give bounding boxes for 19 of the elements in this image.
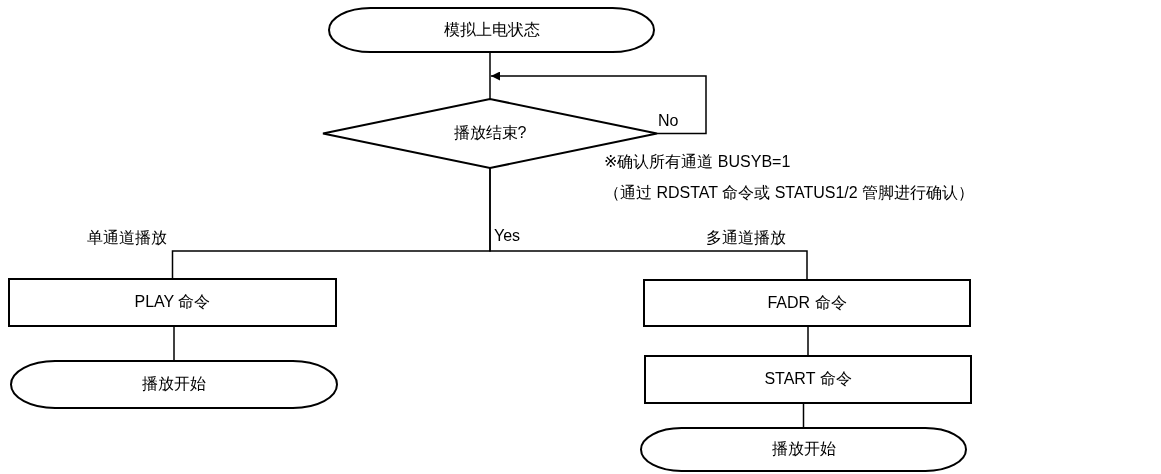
node-text: FADR 命令 xyxy=(767,292,847,313)
connector-line xyxy=(173,326,175,361)
node-text: START 命令 xyxy=(764,369,852,389)
edge-label: No xyxy=(658,111,679,131)
node-text: 模拟上电状态 xyxy=(443,19,540,40)
arrow xyxy=(490,71,707,135)
note-text: ※确认所有通道 BUSYB=1 xyxy=(604,152,791,172)
connector-line xyxy=(489,52,491,100)
connector-line xyxy=(489,167,808,280)
connector-line xyxy=(802,403,805,428)
connector-line xyxy=(807,326,809,356)
node-text: 播放开始 xyxy=(771,439,836,459)
branch-label: Yes xyxy=(494,226,521,246)
note-text: （通过 RDSTAT 命令或 STATUS1/2 管脚进行确认） xyxy=(604,183,975,203)
edge-label: 多通道播放 xyxy=(706,228,786,248)
node-text: 播放结束? xyxy=(453,123,527,143)
node-text: 播放开始 xyxy=(142,374,206,394)
node-text: PLAY 命令 xyxy=(134,292,211,312)
edge-label: 单通道播放 xyxy=(87,228,167,248)
